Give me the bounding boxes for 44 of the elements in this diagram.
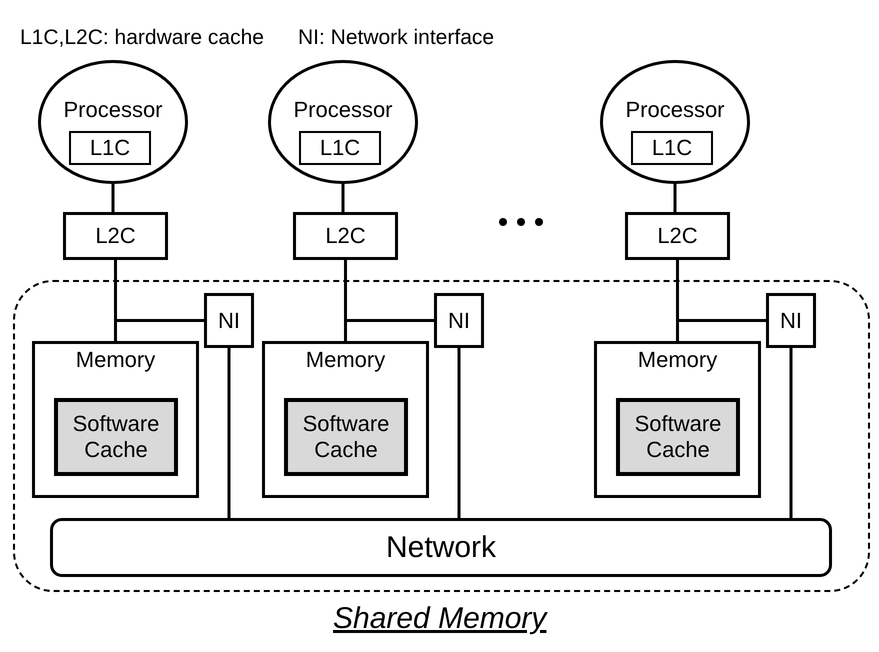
cache-box xyxy=(299,131,381,165)
connector-line xyxy=(674,184,676,212)
connector-line xyxy=(112,184,114,212)
node-label: Memory xyxy=(76,349,156,371)
node-label: Memory xyxy=(306,349,386,371)
node-label: L2C xyxy=(95,225,136,247)
cache-box xyxy=(293,212,398,260)
connector-line xyxy=(342,184,344,212)
node-label: L1C xyxy=(320,137,360,159)
memory-box xyxy=(262,341,429,498)
connector-line xyxy=(228,348,230,518)
node-label: NI xyxy=(218,310,240,332)
node-label: L1C xyxy=(652,137,692,159)
processor-label: Processor xyxy=(624,99,726,121)
network-bar xyxy=(50,518,832,577)
node-label: Software Cache xyxy=(634,410,722,464)
legend-note: L1C,L2C: hardware cache xyxy=(20,25,264,51)
legend-note: NI: Network interface xyxy=(298,25,494,51)
node-label: L2C xyxy=(657,225,698,247)
interface-box xyxy=(204,293,254,348)
node-label: NI xyxy=(780,310,802,332)
cache-box xyxy=(54,398,178,476)
node-label: Network xyxy=(386,532,496,562)
node-label: NI xyxy=(448,310,470,332)
region-title: Shared Memory xyxy=(333,601,546,637)
cache-box xyxy=(616,398,740,476)
memory-box xyxy=(594,341,761,498)
interface-box xyxy=(434,293,484,348)
cache-box xyxy=(284,398,408,476)
node-label: L1C xyxy=(90,137,130,159)
connector-line xyxy=(790,348,792,518)
cache-box xyxy=(625,212,730,260)
node-label: L2C xyxy=(325,225,366,247)
cache-box xyxy=(631,131,713,165)
interface-box xyxy=(766,293,816,348)
cache-box xyxy=(69,131,151,165)
node-label: Memory xyxy=(638,349,718,371)
processor-label: Processor xyxy=(62,99,164,121)
processor-label: Processor xyxy=(292,99,394,121)
node-label: Software Cache xyxy=(72,410,160,464)
node-label: Software Cache xyxy=(302,410,390,464)
memory-box xyxy=(32,341,199,498)
cache-box xyxy=(63,212,168,260)
connector-line xyxy=(458,348,460,518)
